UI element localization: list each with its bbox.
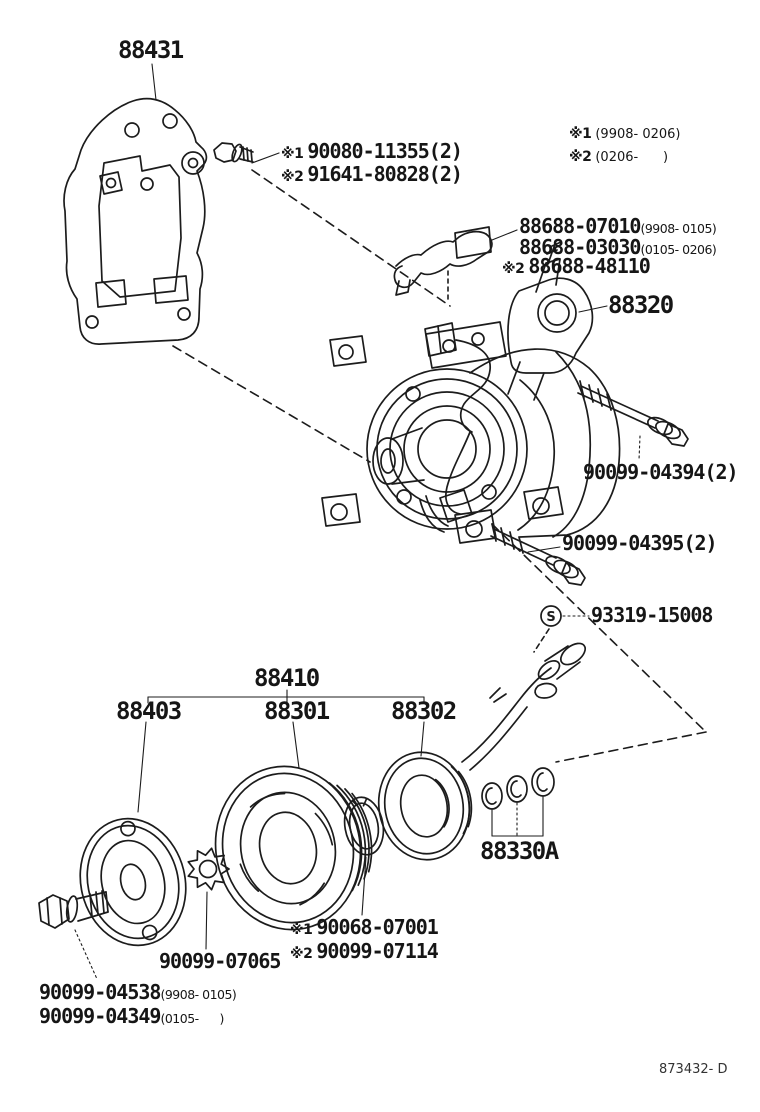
mount-bolt-lower-art: [490, 523, 586, 586]
note-mark-2: ※2: [290, 946, 313, 962]
part-number: 88688-48110: [528, 254, 650, 278]
legend-note-2: ※2 (0206- ): [569, 150, 668, 164]
pigtail-wire-art: [461, 642, 587, 771]
part-label-clutch-assembly: 88410: [254, 664, 320, 692]
note-mark-1: ※1: [281, 146, 304, 162]
part-number: 90068-07001: [316, 915, 438, 939]
leader-lines: [74, 63, 641, 980]
date-range: (9908- 0105): [160, 987, 237, 1002]
part-label-pulley: 88301: [264, 697, 330, 725]
part-number: 88688-07010: [519, 214, 641, 238]
lock-washer-art: [187, 847, 230, 891]
note-mark-2: ※2: [569, 149, 592, 165]
note-mark-2: ※2: [502, 261, 525, 277]
stud-marker-icon: S: [540, 605, 562, 627]
part-label-stator-coil: 88302: [391, 697, 457, 725]
pulley-art: [214, 765, 373, 931]
part-label-shaft-bolt-2: 90099-04349 (0105- ): [39, 1006, 224, 1026]
part-label-bolt-lower: 90099-04395(2): [562, 531, 718, 555]
date-range: (9908- 0105): [640, 221, 717, 236]
mount-bracket-art: [63, 97, 208, 345]
note-mark-1: ※1: [290, 922, 313, 938]
part-label-bracket-bolt-1: ※1 90080-11355(2): [281, 139, 463, 163]
part-number: 90099-07114: [316, 939, 438, 963]
bracket-bolt-art: [213, 142, 254, 163]
part-label-bracket-bolt-2: ※2 91641-80828(2): [281, 162, 463, 186]
legend-note-1: ※1 (9908- 0206): [569, 127, 681, 141]
part-label-lock-washer: 90099-07065: [159, 949, 281, 973]
clutch-hub-art: [79, 817, 187, 947]
date-range: (0105- ): [160, 1011, 224, 1026]
shaft-bolt-art: [38, 890, 109, 929]
compressor-bracket-art: [507, 241, 594, 401]
shim-rings-art: [481, 767, 555, 810]
note-mark-2: ※2: [281, 169, 304, 185]
part-number: 90099-04538: [39, 980, 161, 1004]
part-label-snap-ring-2: ※2 90099-07114: [290, 939, 439, 963]
mount-bolt-upper-art: [577, 380, 689, 447]
note-mark-1: ※1: [569, 126, 592, 142]
date-range: (9908- 0206): [595, 127, 681, 142]
part-label-bracket: 88431: [118, 36, 184, 64]
date-range: (0206- ): [595, 150, 669, 165]
part-number: 91641-80828(2): [307, 162, 463, 186]
drawing-code: 873432- D: [659, 1062, 728, 1077]
part-label-wire-clamp-3: ※2 88688-48110: [502, 254, 651, 278]
part-number: 90080-11355(2): [307, 139, 463, 163]
assembly-axis-dashed: [172, 169, 707, 763]
part-label-snap-ring-1: ※1 90068-07001: [290, 915, 439, 939]
part-label-clutch-hub: 88403: [116, 697, 182, 725]
part-number: 88688-03030: [519, 235, 641, 259]
date-range: (0105- 0206): [640, 242, 717, 257]
snap-ring-art: [343, 796, 385, 856]
part-label-shaft-bolt-1: 90099-04538 (9908- 0105): [39, 980, 237, 1004]
part-label-bolt-upper: 90099-04394(2): [583, 460, 739, 484]
part-label-compressor-bracket: 88320: [608, 291, 674, 319]
part-label-wire-clamp-2: 88688-03030 (0105- 0206): [519, 235, 717, 259]
part-label-shims: 88330A: [480, 837, 559, 865]
part-number: 90099-04349: [39, 1004, 161, 1028]
part-label-stud-bolt: 93319-15008: [591, 603, 713, 627]
wire-clamp-art: [393, 226, 493, 296]
coil-art: [377, 751, 473, 861]
part-label-wire-clamp-1: 88688-07010 (9908- 0105): [519, 214, 717, 238]
stud-marker-letter: S: [546, 610, 555, 625]
